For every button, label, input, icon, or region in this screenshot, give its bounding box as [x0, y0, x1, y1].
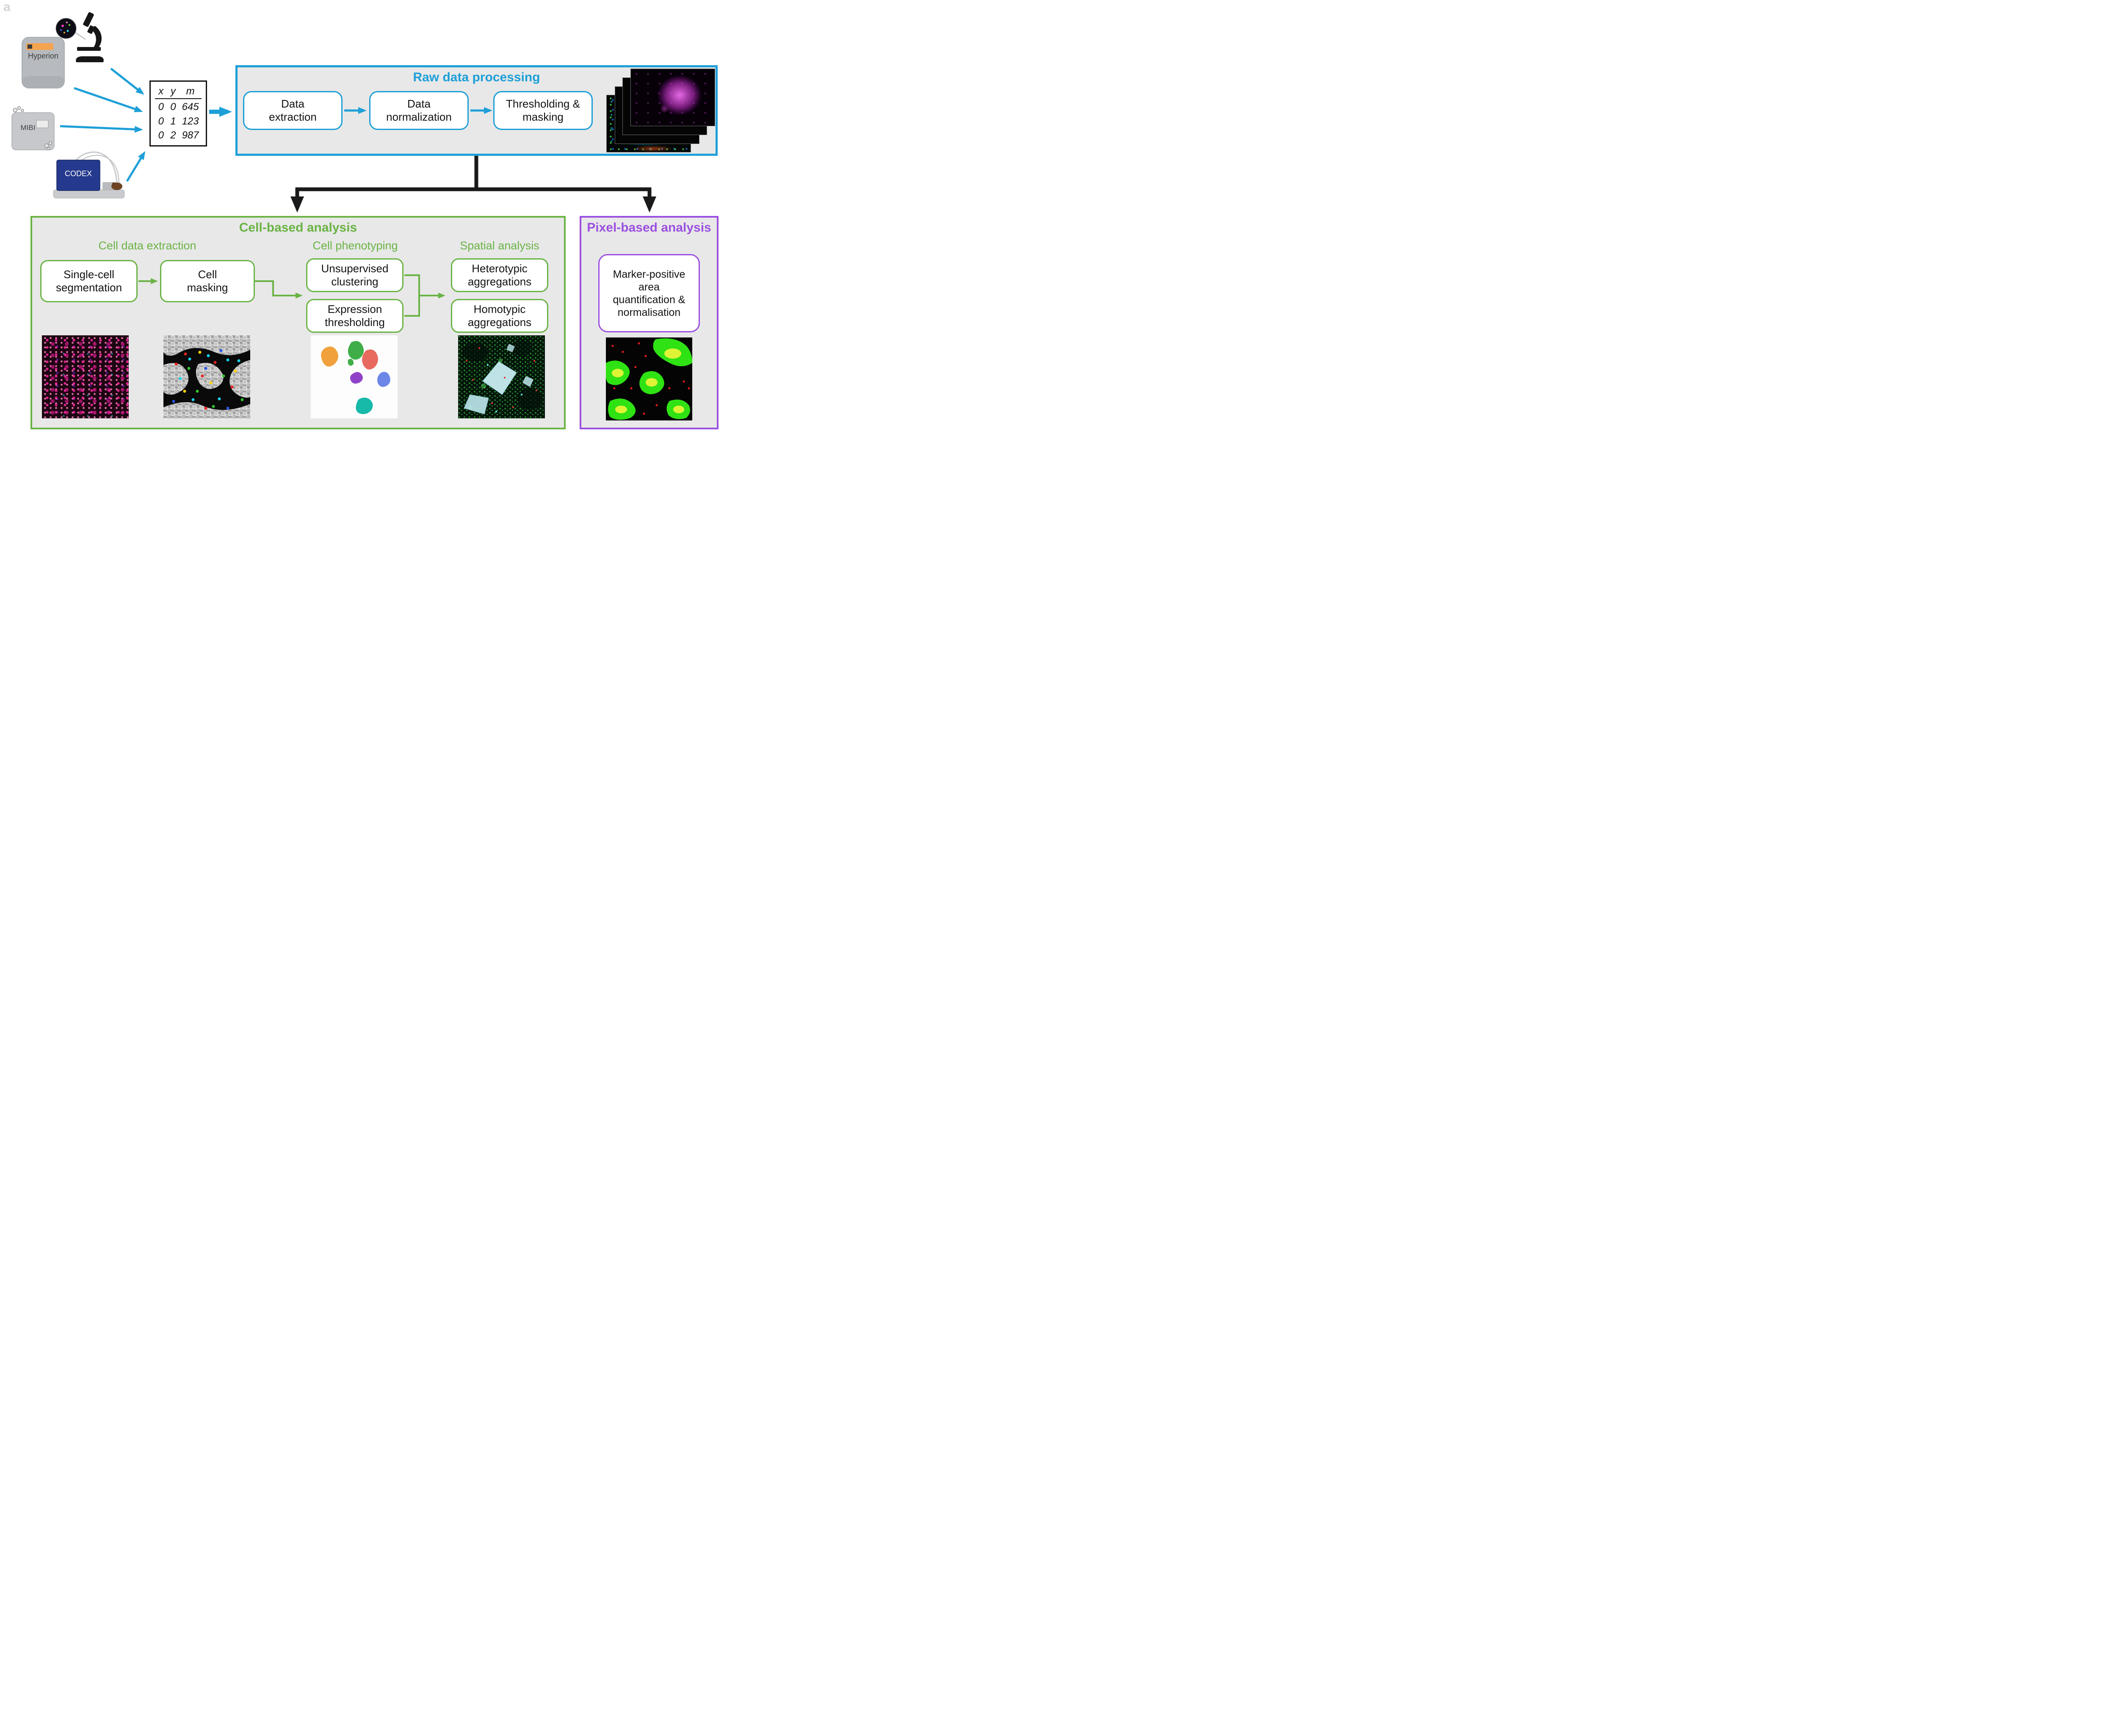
step-data-extraction: Data extraction	[243, 91, 343, 130]
figure-panel-letter: a	[3, 0, 11, 14]
cell: 2	[170, 129, 176, 141]
microscope-body	[76, 12, 104, 62]
cell: 0	[170, 101, 176, 113]
box-heterotypic-aggregations: Heterotypic aggregations	[451, 258, 548, 292]
box-label: Expression thresholding	[325, 302, 385, 329]
table-row: 0 2 987	[155, 130, 202, 141]
box-label: Marker-positive area quantification & no…	[613, 268, 685, 318]
header-m: m	[186, 86, 195, 97]
box-label: Homotypic aggregations	[467, 302, 532, 329]
section-cell-phenotyping: Cell phenotyping	[312, 239, 398, 252]
box-single-cell-segmentation: Single-cell segmentation	[40, 260, 138, 302]
multichannel-image-stack	[606, 69, 716, 152]
step-data-normalization: Data normalization	[369, 91, 469, 130]
black-split-connector	[290, 156, 656, 213]
cell: 0	[158, 129, 164, 141]
step-label: Data normalization	[386, 97, 452, 123]
hyperion-instrument-icon	[22, 37, 65, 88]
cell: 645	[182, 101, 199, 113]
box-label: Single-cell segmentation	[55, 268, 122, 294]
spatial-analysis-image	[458, 335, 545, 418]
pixel-analysis-title: Pixel-based analysis	[587, 221, 711, 235]
table-row: 0 0 645	[155, 101, 202, 113]
clustering-scatter-image	[311, 335, 398, 418]
section-spatial-analysis: Spatial analysis	[460, 239, 539, 252]
box-homotypic-aggregations: Homotypic aggregations	[451, 299, 548, 333]
mibi-arrow	[60, 125, 143, 133]
cell: 1	[170, 115, 176, 127]
data-table: x y m 0 0 645 0 1 123 0 2 987	[149, 80, 207, 147]
channel-image-front	[630, 69, 715, 126]
box-expression-thresholding: Expression thresholding	[306, 299, 404, 333]
cell-analysis-title: Cell-based analysis	[239, 221, 357, 235]
microscope-icon	[55, 12, 104, 62]
cell-masking-image	[163, 335, 250, 418]
header-x: x	[158, 86, 164, 97]
cell: 0	[158, 101, 164, 113]
step-thresholding-masking: Thresholding & masking	[493, 91, 593, 130]
codex-label: CODEX	[64, 169, 92, 178]
figure-canvas: a	[0, 0, 720, 434]
table-row: 0 1 123	[155, 116, 202, 127]
mibi-instrument-icon	[11, 106, 55, 150]
box-label: Unsupervised clustering	[321, 262, 389, 288]
box-cell-masking: Cell masking	[160, 260, 255, 302]
raw-processing-title: Raw data processing	[413, 70, 540, 84]
step-label: Thresholding & masking	[506, 97, 580, 123]
microscope-arrow	[110, 68, 144, 95]
mibi-label: MIBI	[20, 124, 36, 132]
box-label: Cell masking	[187, 268, 228, 294]
box-marker-positive-area: Marker-positive area quantification & no…	[598, 254, 700, 332]
pixel-quantification-image	[606, 337, 692, 420]
header-y: y	[170, 86, 176, 97]
segmentation-image	[42, 335, 129, 418]
cell: 987	[182, 129, 199, 141]
hyperion-arrow	[74, 87, 143, 113]
cell: 123	[182, 115, 199, 127]
step-label: Data extraction	[269, 97, 317, 123]
data-table-header: x y m	[155, 86, 202, 100]
cell: 0	[158, 115, 164, 127]
codex-instrument-icon	[53, 151, 125, 199]
section-cell-data-extraction: Cell data extraction	[98, 239, 196, 252]
box-unsupervised-clustering: Unsupervised clustering	[306, 258, 404, 292]
box-label: Heterotypic aggregations	[467, 262, 532, 288]
hyperion-label: Hyperion	[28, 52, 59, 60]
